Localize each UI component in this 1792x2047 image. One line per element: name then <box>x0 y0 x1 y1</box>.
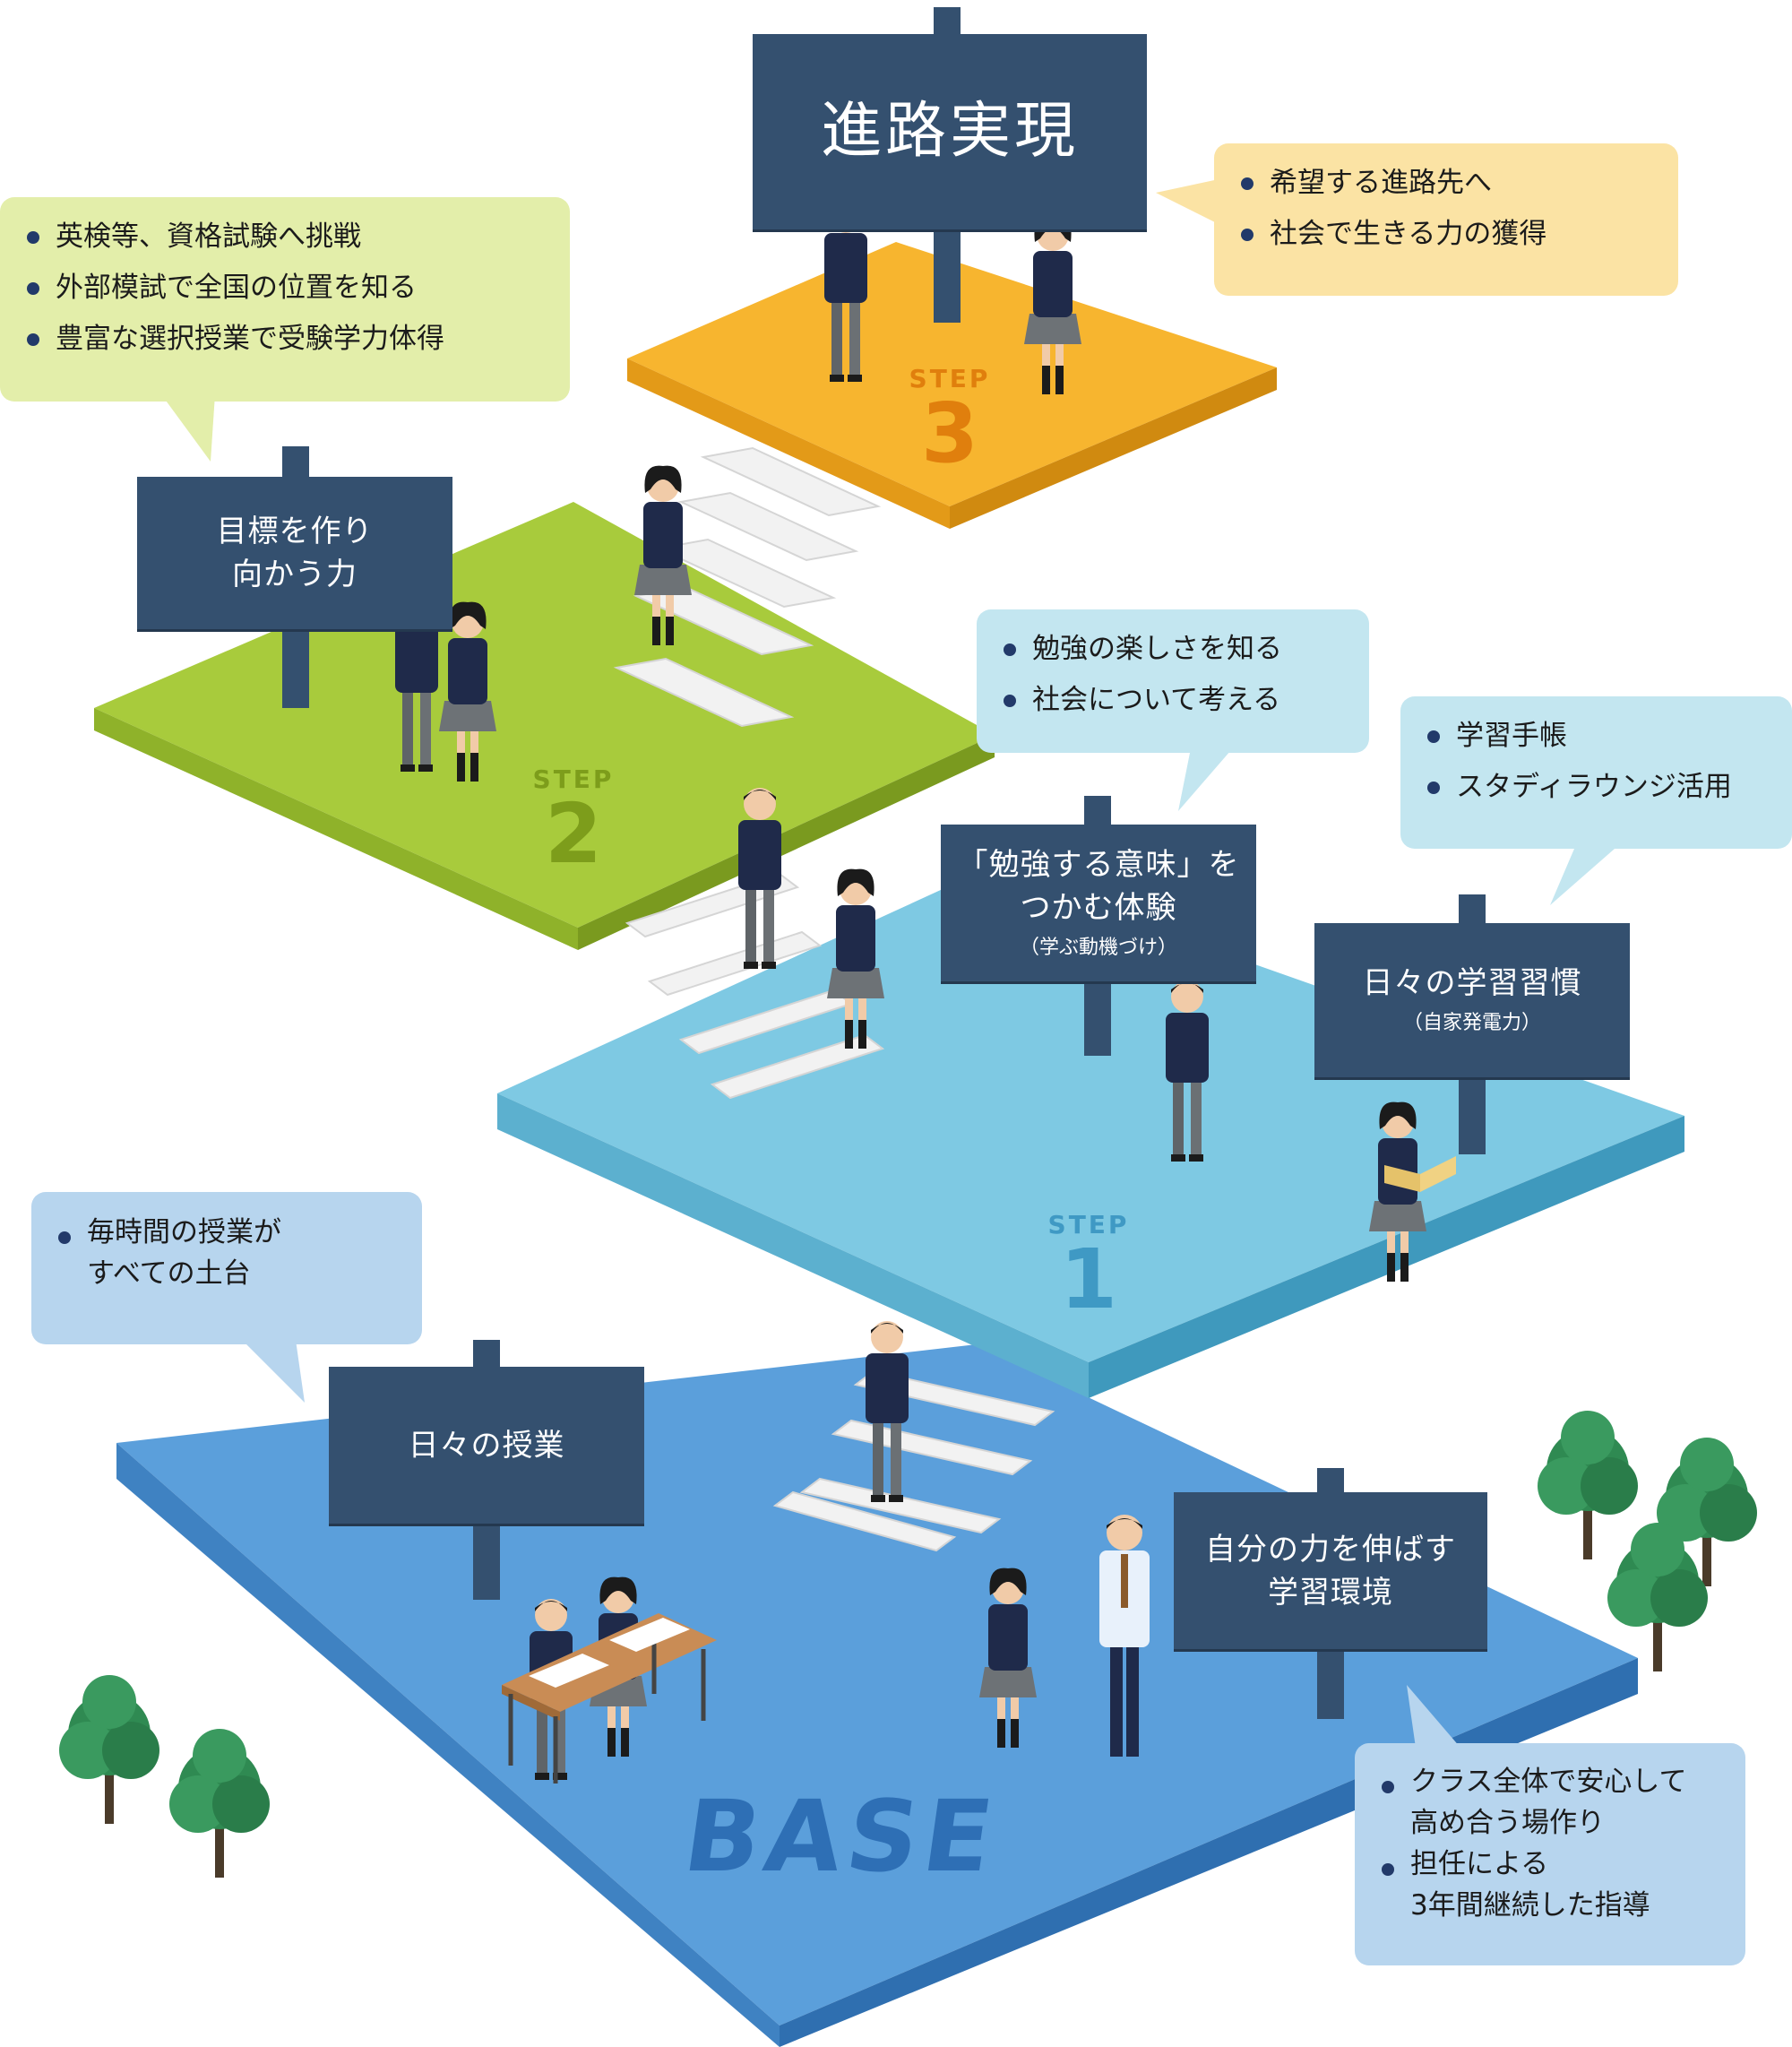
platform-step3 <box>627 242 1277 529</box>
sign-environment: 自分の力を伸ばす 学習環境 <box>1174 1492 1487 1649</box>
bubble-tails <box>161 179 1622 1748</box>
tree-icon <box>1538 1411 1638 1559</box>
list-item: 学習手帳 <box>1427 711 1765 762</box>
list-item-continuation: 3年間継続した指導 <box>1410 1889 1650 1922</box>
sign-goal: 目標を作り 向かう力 <box>137 477 452 629</box>
bubble-habit: 学習手帳 スタディラウンジ活用 <box>1400 696 1792 849</box>
step1-number: 1 <box>1059 1231 1117 1327</box>
list-item: 勉強の楽しさを知る <box>1004 624 1342 675</box>
bubble-lessons: 毎時間の授業が すべての土台 <box>31 1192 422 1344</box>
desk-icon <box>502 1613 717 1784</box>
step3-number: 3 <box>920 385 978 481</box>
sign-lessons-title: 日々の授業 <box>408 1427 565 1464</box>
stairs-icon <box>613 446 1055 1552</box>
tree-icon <box>1607 1523 1708 1671</box>
sign-goal-line1: 目標を作り <box>216 514 374 549</box>
sign-meaning: 「勉強する意味」を つかむ体験 （学ぶ動機づけ） <box>941 825 1256 981</box>
sign-meaning-line1: 「勉強する意味」を <box>957 846 1240 883</box>
sign-lessons: 日々の授業 <box>329 1367 644 1524</box>
list-item: スタディラウンジ活用 <box>1427 762 1765 813</box>
step2-number: 2 <box>544 786 602 882</box>
tree-icon <box>169 1729 270 1878</box>
step1-word: STEP <box>1047 1210 1130 1239</box>
list-item: 毎時間の授業が <box>58 1212 395 1253</box>
list-item: 英検等、資格試験へ挑戦 <box>27 212 543 263</box>
step1-label: STEP 1 <box>1035 1212 1142 1321</box>
sign-habit-sub: （自家発電力） <box>1402 1012 1541 1034</box>
list-item: 社会で生きる力の獲得 <box>1241 209 1651 260</box>
sign-meaning-line2: つかむ体験 <box>1020 889 1177 926</box>
bubble-career: 希望する進路先へ 社会で生きる力の獲得 <box>1214 143 1678 296</box>
sign-meaning-sub: （学ぶ動機づけ） <box>1019 936 1177 959</box>
list-item: 豊富な選択授業で受験学力体得 <box>27 314 543 365</box>
book-icon <box>1384 1156 1456 1192</box>
sign-career: 進路実現 <box>753 34 1147 229</box>
step3-word: STEP <box>909 364 991 393</box>
tree-icon <box>59 1675 159 1824</box>
bubble-goal: 英検等、資格試験へ挑戦 外部模試で全国の位置を知る 豊富な選択授業で受験学力体得 <box>0 197 570 402</box>
bubble-environment: クラス全体で安心して 高め合う場作り 担任による 3年間継続した指導 <box>1355 1743 1745 1965</box>
step2-word: STEP <box>532 764 615 794</box>
bubble-meaning: 勉強の楽しさを知る 社会について考える <box>977 609 1369 753</box>
list-item-continuation: 高め合う場作り <box>1410 1807 1605 1839</box>
list-item: 担任による <box>1382 1844 1719 1885</box>
sign-career-title: 進路実現 <box>820 96 1079 167</box>
step3-label: STEP 3 <box>896 366 1004 475</box>
sign-habit: 日々の学習習慣 （自家発電力） <box>1314 923 1630 1077</box>
base-label: BASE <box>677 1779 1005 1894</box>
list-item: クラス全体で安心して <box>1382 1761 1719 1802</box>
list-item: 外部模試で全国の位置を知る <box>27 263 543 314</box>
teacher-figure <box>1099 1515 1150 1757</box>
sign-habit-line1: 日々の学習習慣 <box>1362 965 1582 1001</box>
list-item-continuation: すべての土台 <box>87 1257 251 1290</box>
list-item: 社会について考える <box>1004 675 1342 726</box>
list-item: 希望する進路先へ <box>1241 158 1651 209</box>
platform-step1 <box>497 869 1684 1398</box>
sign-environment-line2: 学習環境 <box>1268 1574 1393 1611</box>
sign-environment-line1: 自分の力を伸ばす <box>1205 1531 1456 1568</box>
step2-label: STEP 2 <box>520 766 627 876</box>
sign-goal-line2: 向かう力 <box>232 557 358 592</box>
